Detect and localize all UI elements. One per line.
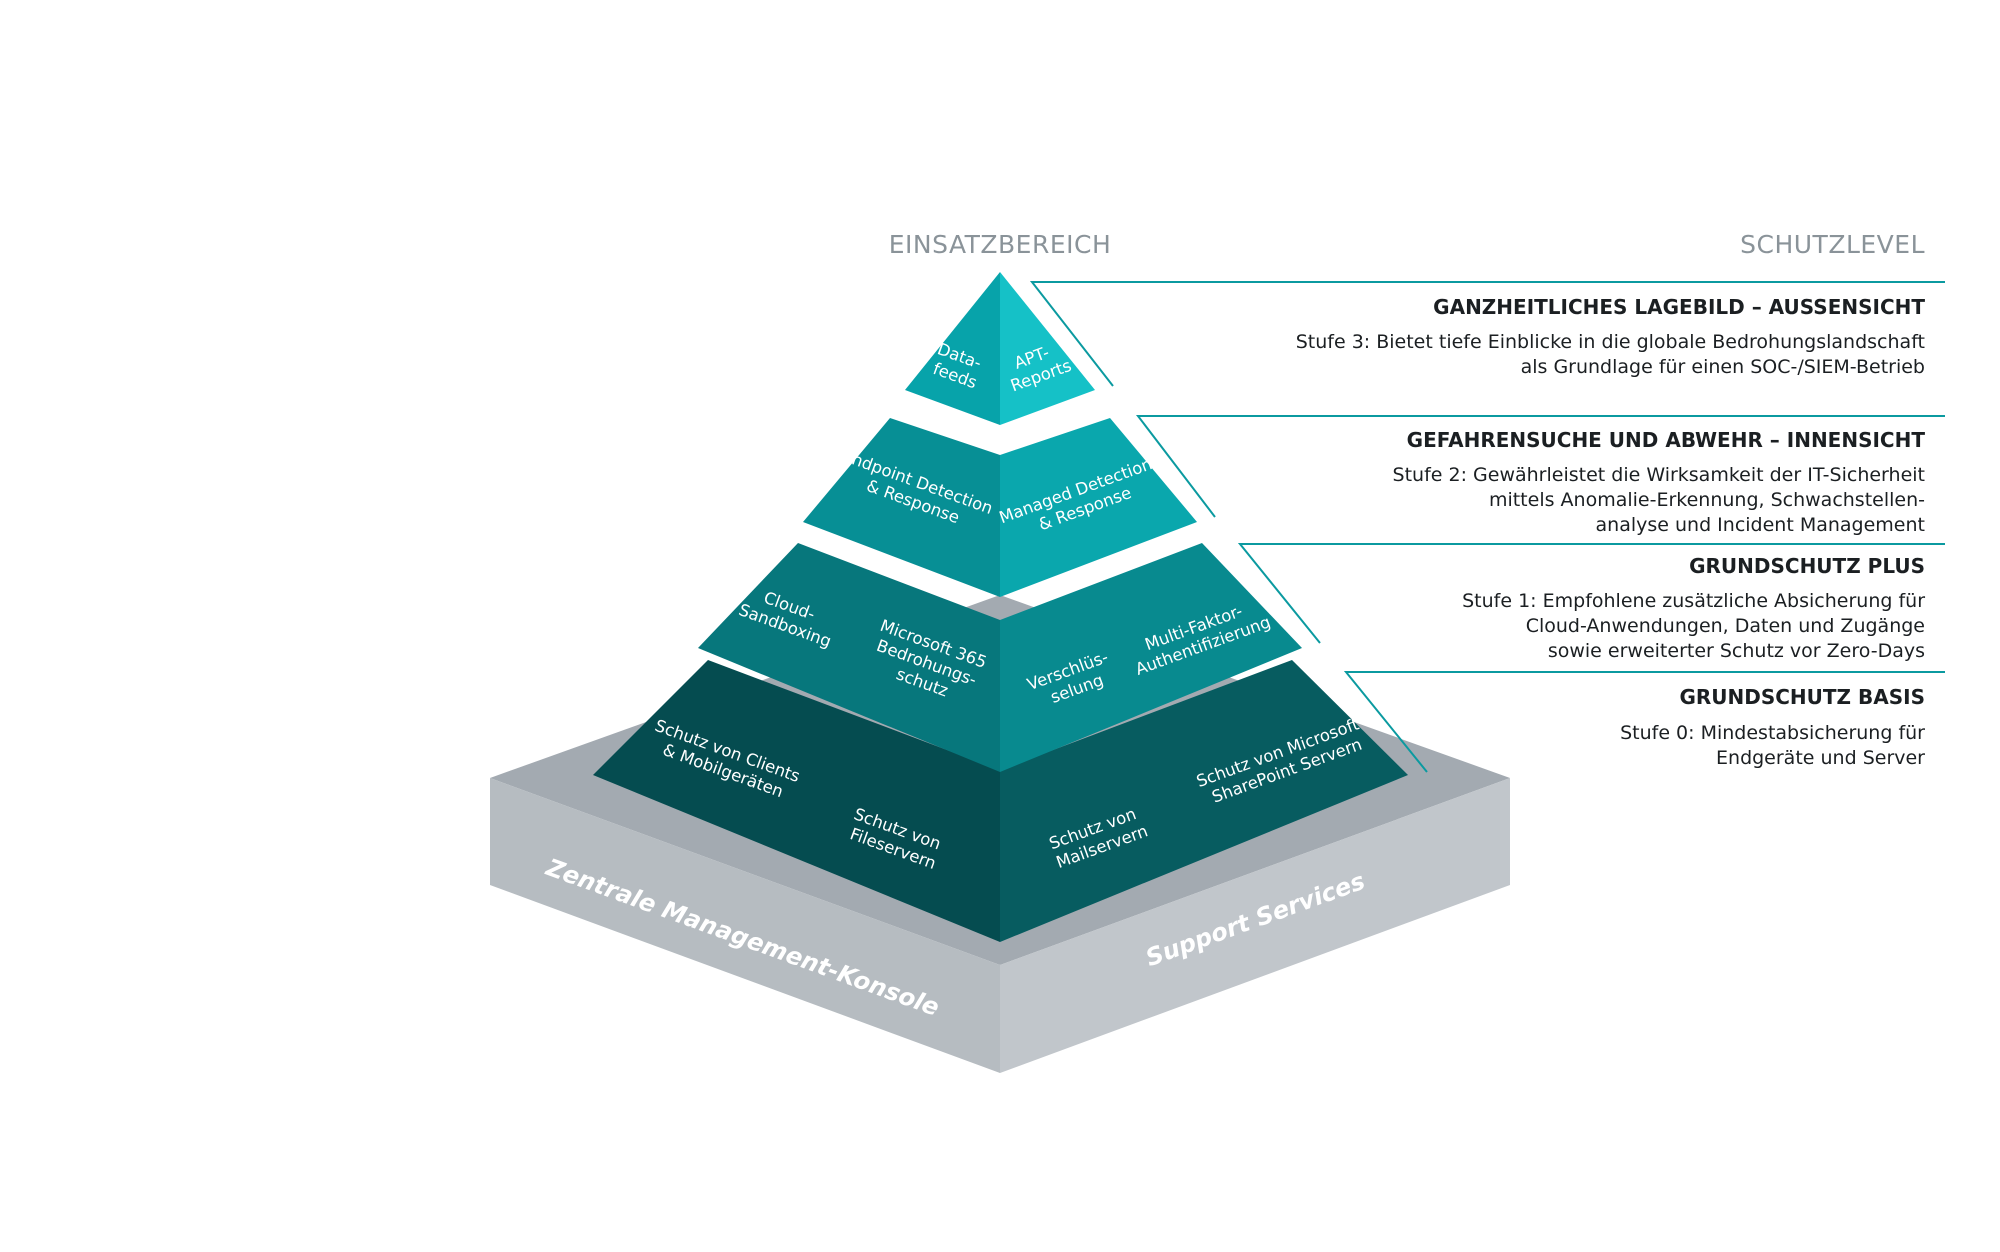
level-0-block: GRUNDSCHUTZ BASIS Stufe 0: Mindestabsich…: [1620, 685, 1925, 769]
level-2-line-2: mittels Anomalie-Erkennung, Schwachstell…: [1489, 489, 1925, 511]
level-0-title: GRUNDSCHUTZ BASIS: [1679, 685, 1925, 709]
tier-2-left-face: [803, 418, 1000, 597]
tier-1-right-face: [1000, 543, 1302, 772]
tier-2-right-face: [1000, 418, 1197, 597]
header-einsatzbereich: EINSATZBEREICH: [889, 230, 1112, 259]
leader-line-level-1: [1237, 543, 1945, 644]
level-2-title: GEFAHRENSUCHE UND ABWEHR – INNENSICHT: [1407, 428, 1926, 452]
tier-0-left-face: [593, 660, 1000, 942]
header-schutzlevel: SCHUTZLEVEL: [1740, 230, 1925, 259]
leader-line-level-3: [1029, 281, 1945, 387]
level-3-title: GANZHEITLICHES LAGEBILD – AUSSENSICHT: [1433, 295, 1925, 319]
tier-3-right-face: [1000, 272, 1095, 425]
tier-1-left-face: [698, 543, 1000, 772]
tier-2-gefahrensuche: Endpoint Detection & Response Managed De…: [803, 418, 1197, 597]
level-3-line-2: als Grundlage für einen SOC-/SIEM-Betrie…: [1521, 356, 1925, 378]
level-1-block: GRUNDSCHUTZ PLUS Stufe 1: Empfohlene zus…: [1462, 554, 1925, 662]
level-3-block: GANZHEITLICHES LAGEBILD – AUSSENSICHT St…: [1296, 295, 1926, 378]
level-1-line-2: Cloud-Anwendungen, Daten und Zugänge: [1526, 615, 1925, 637]
tier-0-right-face: [1000, 660, 1408, 942]
level-2-line-3: analyse und Incident Management: [1596, 514, 1925, 536]
level-descriptions: GANZHEITLICHES LAGEBILD – AUSSENSICHT St…: [1296, 295, 1926, 769]
level-0-line-1: Stufe 0: Mindestabsicherung für: [1620, 722, 1925, 744]
leader-line-level-0: [1343, 671, 1945, 773]
level-1-title: GRUNDSCHUTZ PLUS: [1689, 554, 1925, 578]
level-1-line-3: sowie erweiterter Schutz vor Zero-Days: [1548, 640, 1925, 662]
leader-lines: [1029, 281, 1945, 773]
base-left-side: [490, 778, 1000, 1073]
level-2-block: GEFAHRENSUCHE UND ABWEHR – INNENSICHT St…: [1393, 428, 1926, 536]
level-1-line-1: Stufe 1: Empfohlene zusätzliche Absicher…: [1462, 590, 1925, 612]
level-2-line-1: Stufe 2: Gewährleistet die Wirksamkeit d…: [1393, 464, 1925, 486]
tier-3-left-face: [905, 272, 1000, 425]
leader-line-level-2: [1135, 415, 1945, 518]
level-0-line-2: Endgeräte und Server: [1716, 747, 1925, 769]
tier-0-grundschutz-basis: Schutz von Clients & Mobilgeräten Schutz…: [593, 660, 1408, 942]
base-right-side: [1000, 778, 1510, 1073]
tier-3-ganzheitliches-lagebild: Data- feeds APT- Reports: [905, 272, 1095, 425]
level-3-line-1: Stufe 3: Bietet tiefe Einblicke in die g…: [1296, 331, 1925, 353]
tier-1-grundschutz-plus: Cloud- Sandboxing Microsoft 365 Bedrohun…: [698, 543, 1302, 772]
